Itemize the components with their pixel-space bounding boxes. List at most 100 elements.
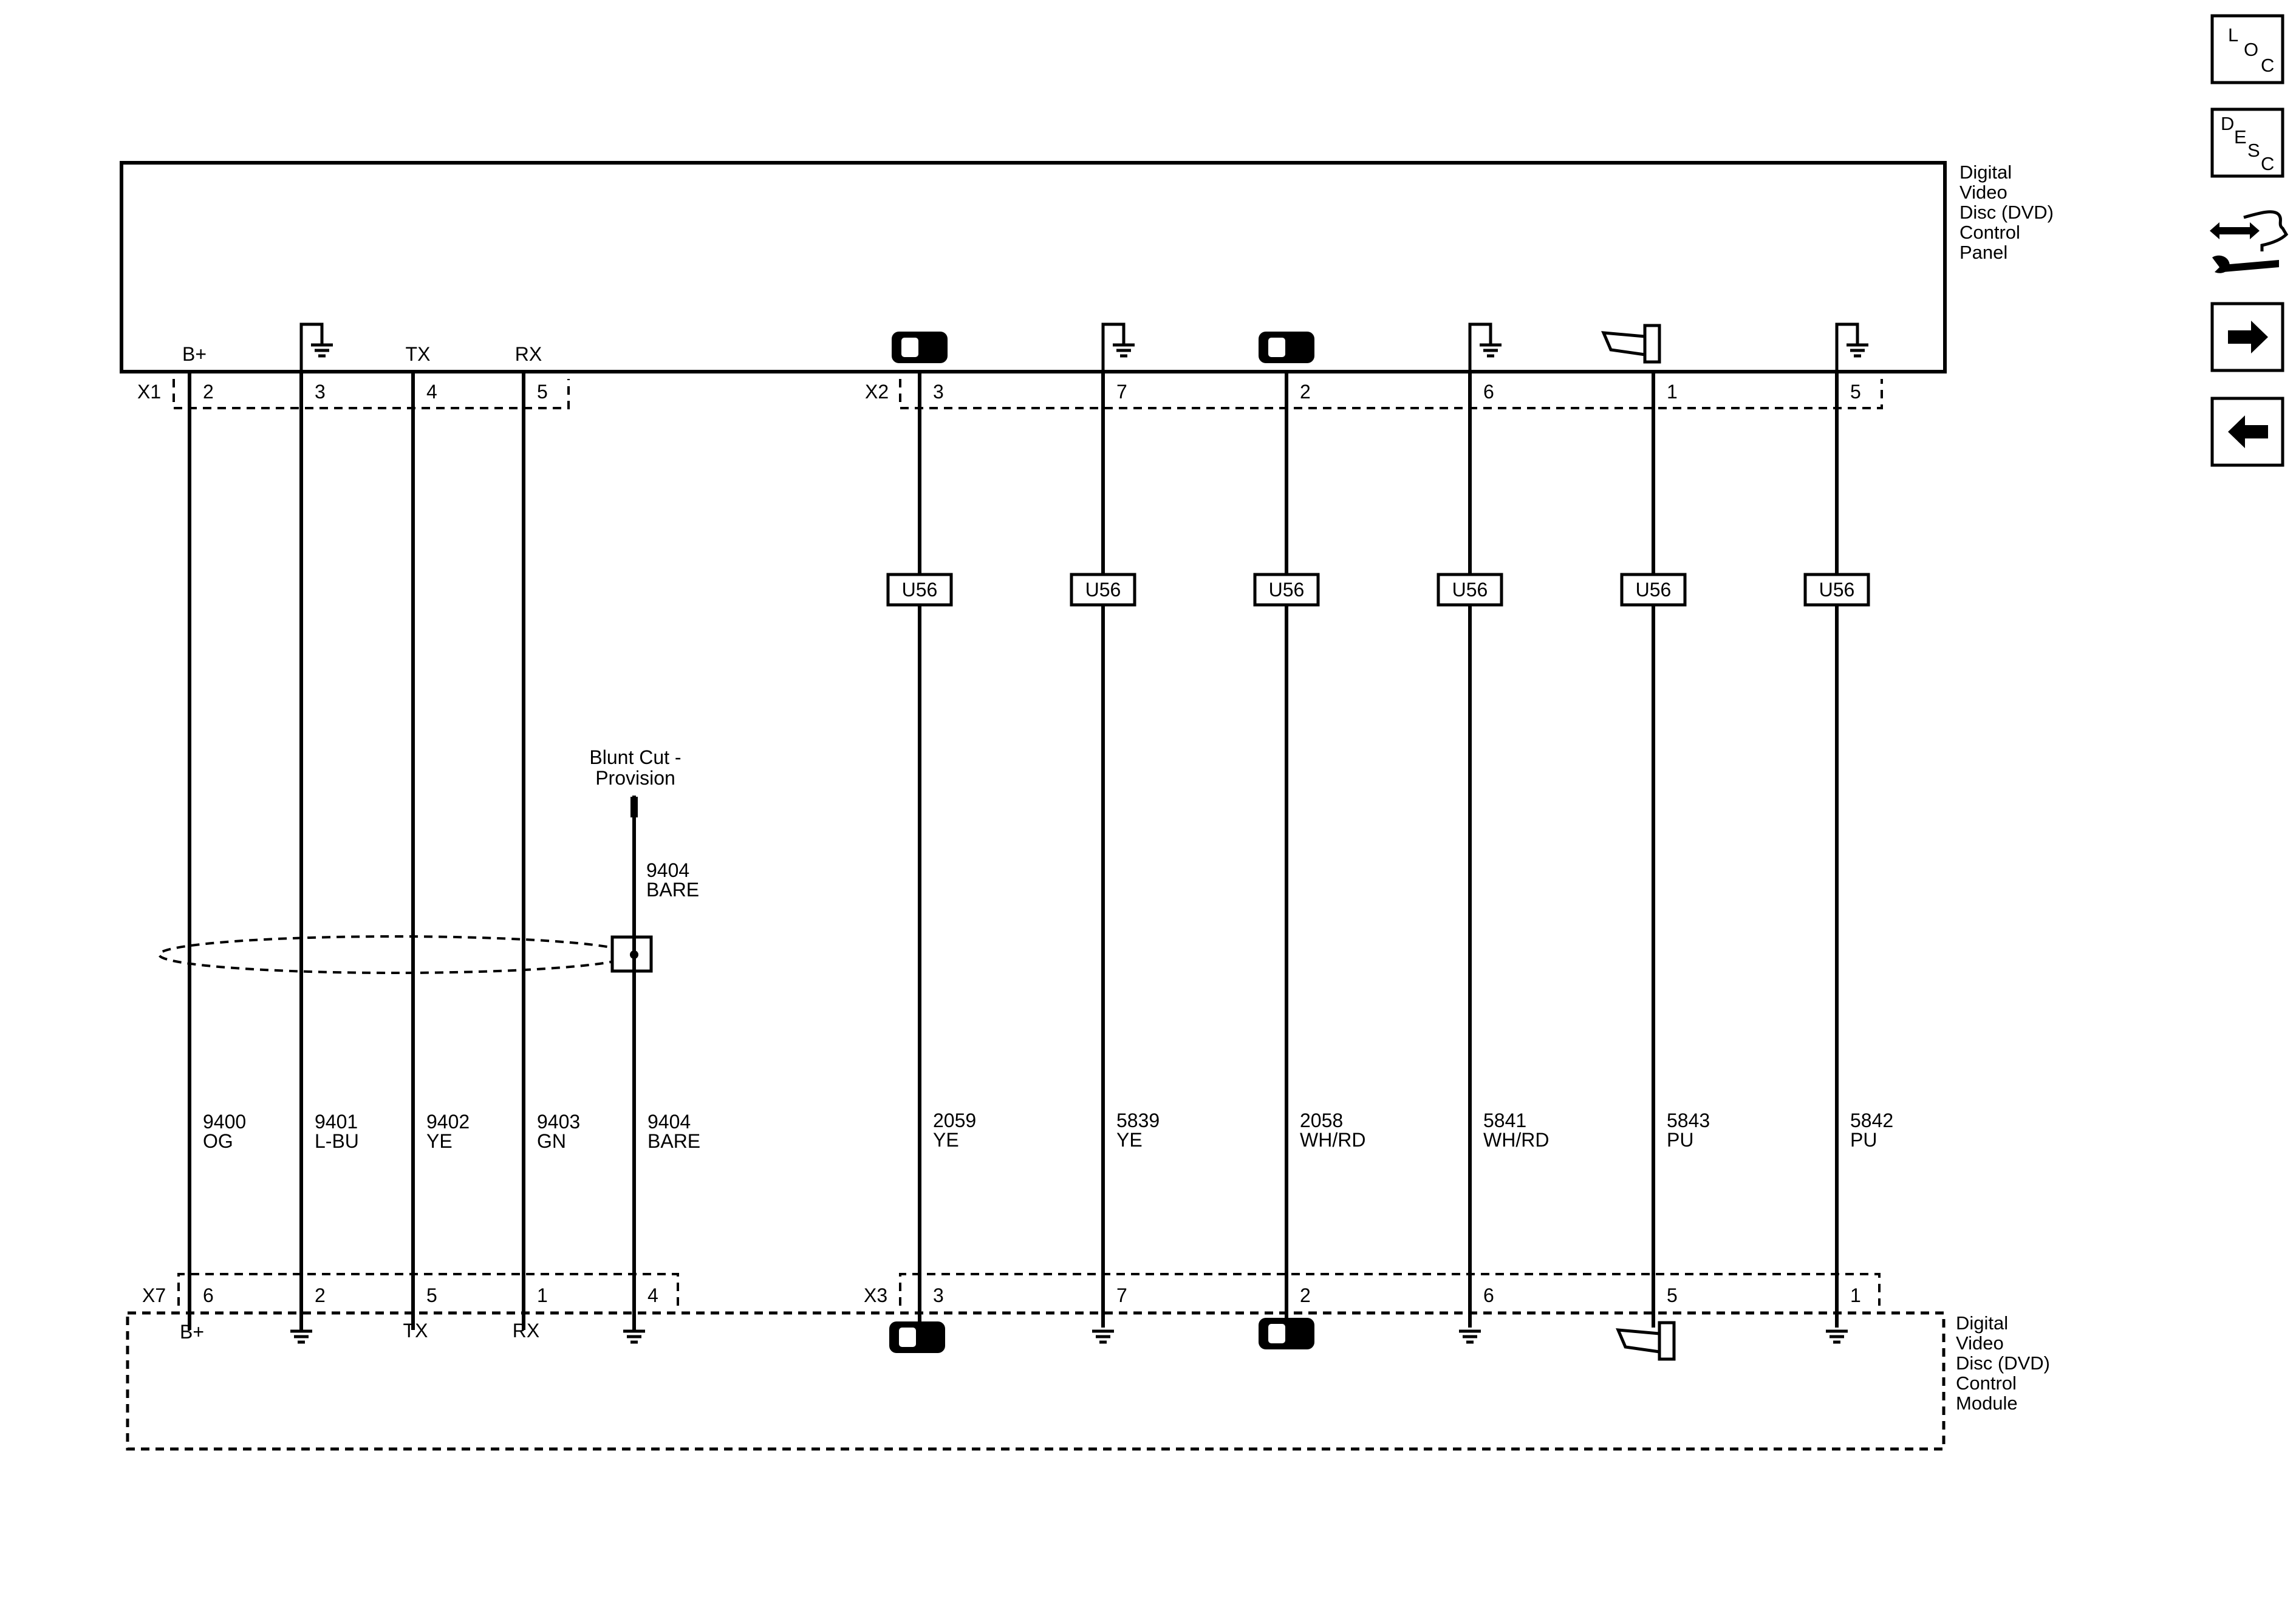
shield-junction-dot (630, 950, 638, 959)
splice-label: U56 (1452, 579, 1488, 601)
connector-wrench-icon (2210, 210, 2289, 273)
splice-u56: U56 (886, 573, 953, 607)
dvd-control-module-name-line: Digital (1956, 1312, 2008, 1334)
right-circuits: U56332059YEU56775839YEU56222058WH/RDU566… (886, 322, 1893, 1361)
dvd-control-module-name-line: Control (1956, 1372, 2017, 1394)
splice-label: U56 (1636, 579, 1672, 601)
top-pin-number: 3 (933, 381, 944, 403)
bottom-pin-number: 3 (933, 1284, 944, 1306)
next-page-button[interactable] (2210, 302, 2284, 372)
ground-icon (1092, 1329, 1114, 1344)
wire-number: 9400 (203, 1111, 246, 1133)
bottom-pin-number: 1 (537, 1284, 548, 1306)
connector-x3-outline (899, 1273, 1881, 1306)
drain-bottom-pin: 4 (647, 1284, 658, 1306)
wire-number: 9401 (315, 1111, 358, 1133)
dvd-control-panel-name-line: Control (1959, 222, 2020, 243)
desc-button-frame (2210, 107, 2284, 178)
wire-color: WH/RD (1483, 1129, 1549, 1151)
top-pin-label: TX (406, 343, 431, 365)
dvd-control-module-name-line: Video (1956, 1332, 2004, 1354)
connector-x2-outline (899, 379, 1883, 409)
dvd-control-panel-name-line: Disc (DVD) (1959, 202, 2054, 223)
dvd-control-module-name: Digital Video Disc (DVD) Control Module (1956, 1312, 2050, 1414)
wire-number: 9403 (537, 1111, 580, 1133)
arrow-right-icon (2228, 321, 2268, 353)
bottom-pin-number: 7 (1116, 1284, 1127, 1306)
wire-color: PU (1667, 1129, 1693, 1151)
wire-color: L-BU (315, 1130, 359, 1152)
bottom-pin-number: 5 (1667, 1284, 1678, 1306)
speaker-minus-icon (1259, 332, 1314, 363)
top-pin-number: 3 (315, 381, 326, 403)
horn-icon (1601, 324, 1661, 364)
connector-repair-button[interactable] (2210, 210, 2289, 273)
splice-label: U56 (1085, 579, 1121, 601)
top-pin-number: 2 (203, 381, 214, 403)
connector-x7-outline (177, 1273, 679, 1306)
ground-icon (1468, 322, 1502, 372)
loc-button[interactable]: L O C (2210, 14, 2284, 84)
previous-page-button[interactable] (2210, 397, 2284, 467)
speaker-minus-icon (892, 332, 948, 363)
drain-upper-wire-color: BARE (646, 879, 699, 901)
speaker-minus-icon (889, 1321, 945, 1353)
wire-color: YE (933, 1129, 959, 1151)
dvd-control-panel-box (120, 161, 1947, 373)
desc-letter: S (2247, 140, 2260, 161)
bottom-pin-label: B+ (180, 1321, 204, 1343)
ground-icon (1835, 322, 1868, 372)
bottom-pin-number: 2 (1300, 1284, 1311, 1306)
bottom-pin-number: 6 (1483, 1284, 1494, 1306)
drain-upper-wire-number: 9404 (646, 859, 689, 881)
desc-letter: D (2221, 113, 2234, 134)
splice-u56: U56 (1253, 573, 1320, 607)
ground-icon (623, 1329, 645, 1344)
wire-number: 9402 (426, 1111, 470, 1133)
connector-x1-outline (173, 379, 570, 409)
bottom-pin-number: 1 (1850, 1284, 1861, 1306)
blunt-cut-label: Blunt Cut - (589, 746, 681, 768)
desc-letter: C (2261, 153, 2274, 174)
connector-x3-label: X3 (864, 1284, 887, 1306)
wire-color: GN (537, 1130, 566, 1152)
splice-label: U56 (902, 579, 938, 601)
wire-number: 5843 (1667, 1110, 1710, 1131)
loc-letter: L (2228, 24, 2238, 46)
dvd-control-panel-name-line: Digital (1959, 162, 2012, 183)
ground-icon (1459, 1329, 1481, 1344)
wire-color: WH/RD (1300, 1129, 1365, 1151)
splice-label: U56 (1819, 579, 1855, 601)
shield-ellipse (158, 935, 632, 974)
top-pin-number: 1 (1667, 381, 1678, 403)
connector-x1-label: X1 (137, 381, 161, 403)
connector-x7-label: X7 (142, 1284, 166, 1306)
bottom-pin-label: RX (513, 1320, 539, 1342)
ground-icon (1826, 1329, 1848, 1344)
dvd-control-panel-name-line: Panel (1959, 242, 2007, 263)
top-pin-number: 4 (426, 381, 437, 403)
dvd-control-module-name-line: Module (1956, 1393, 2018, 1414)
top-pin-number: 2 (1300, 381, 1311, 403)
bottom-pin-number: 5 (426, 1284, 437, 1306)
arrow-left-icon (2228, 415, 2268, 448)
wire-number: 5841 (1483, 1110, 1526, 1131)
top-pin-number: 5 (1850, 381, 1861, 403)
dvd-control-panel-name: Digital Video Disc (DVD) Control Panel (1959, 162, 2054, 263)
wire-color: YE (1116, 1129, 1143, 1151)
desc-button[interactable]: D E S C (2210, 107, 2284, 178)
drain-wire-number: 9404 (647, 1111, 691, 1133)
bottom-pin-number: 2 (315, 1284, 326, 1306)
dvd-control-panel-name-line: Video (1959, 182, 2007, 203)
splice-label: U56 (1269, 579, 1305, 601)
loc-letter: C (2261, 55, 2274, 76)
splice-u56: U56 (1437, 573, 1503, 607)
top-pin-number: 7 (1116, 381, 1127, 403)
